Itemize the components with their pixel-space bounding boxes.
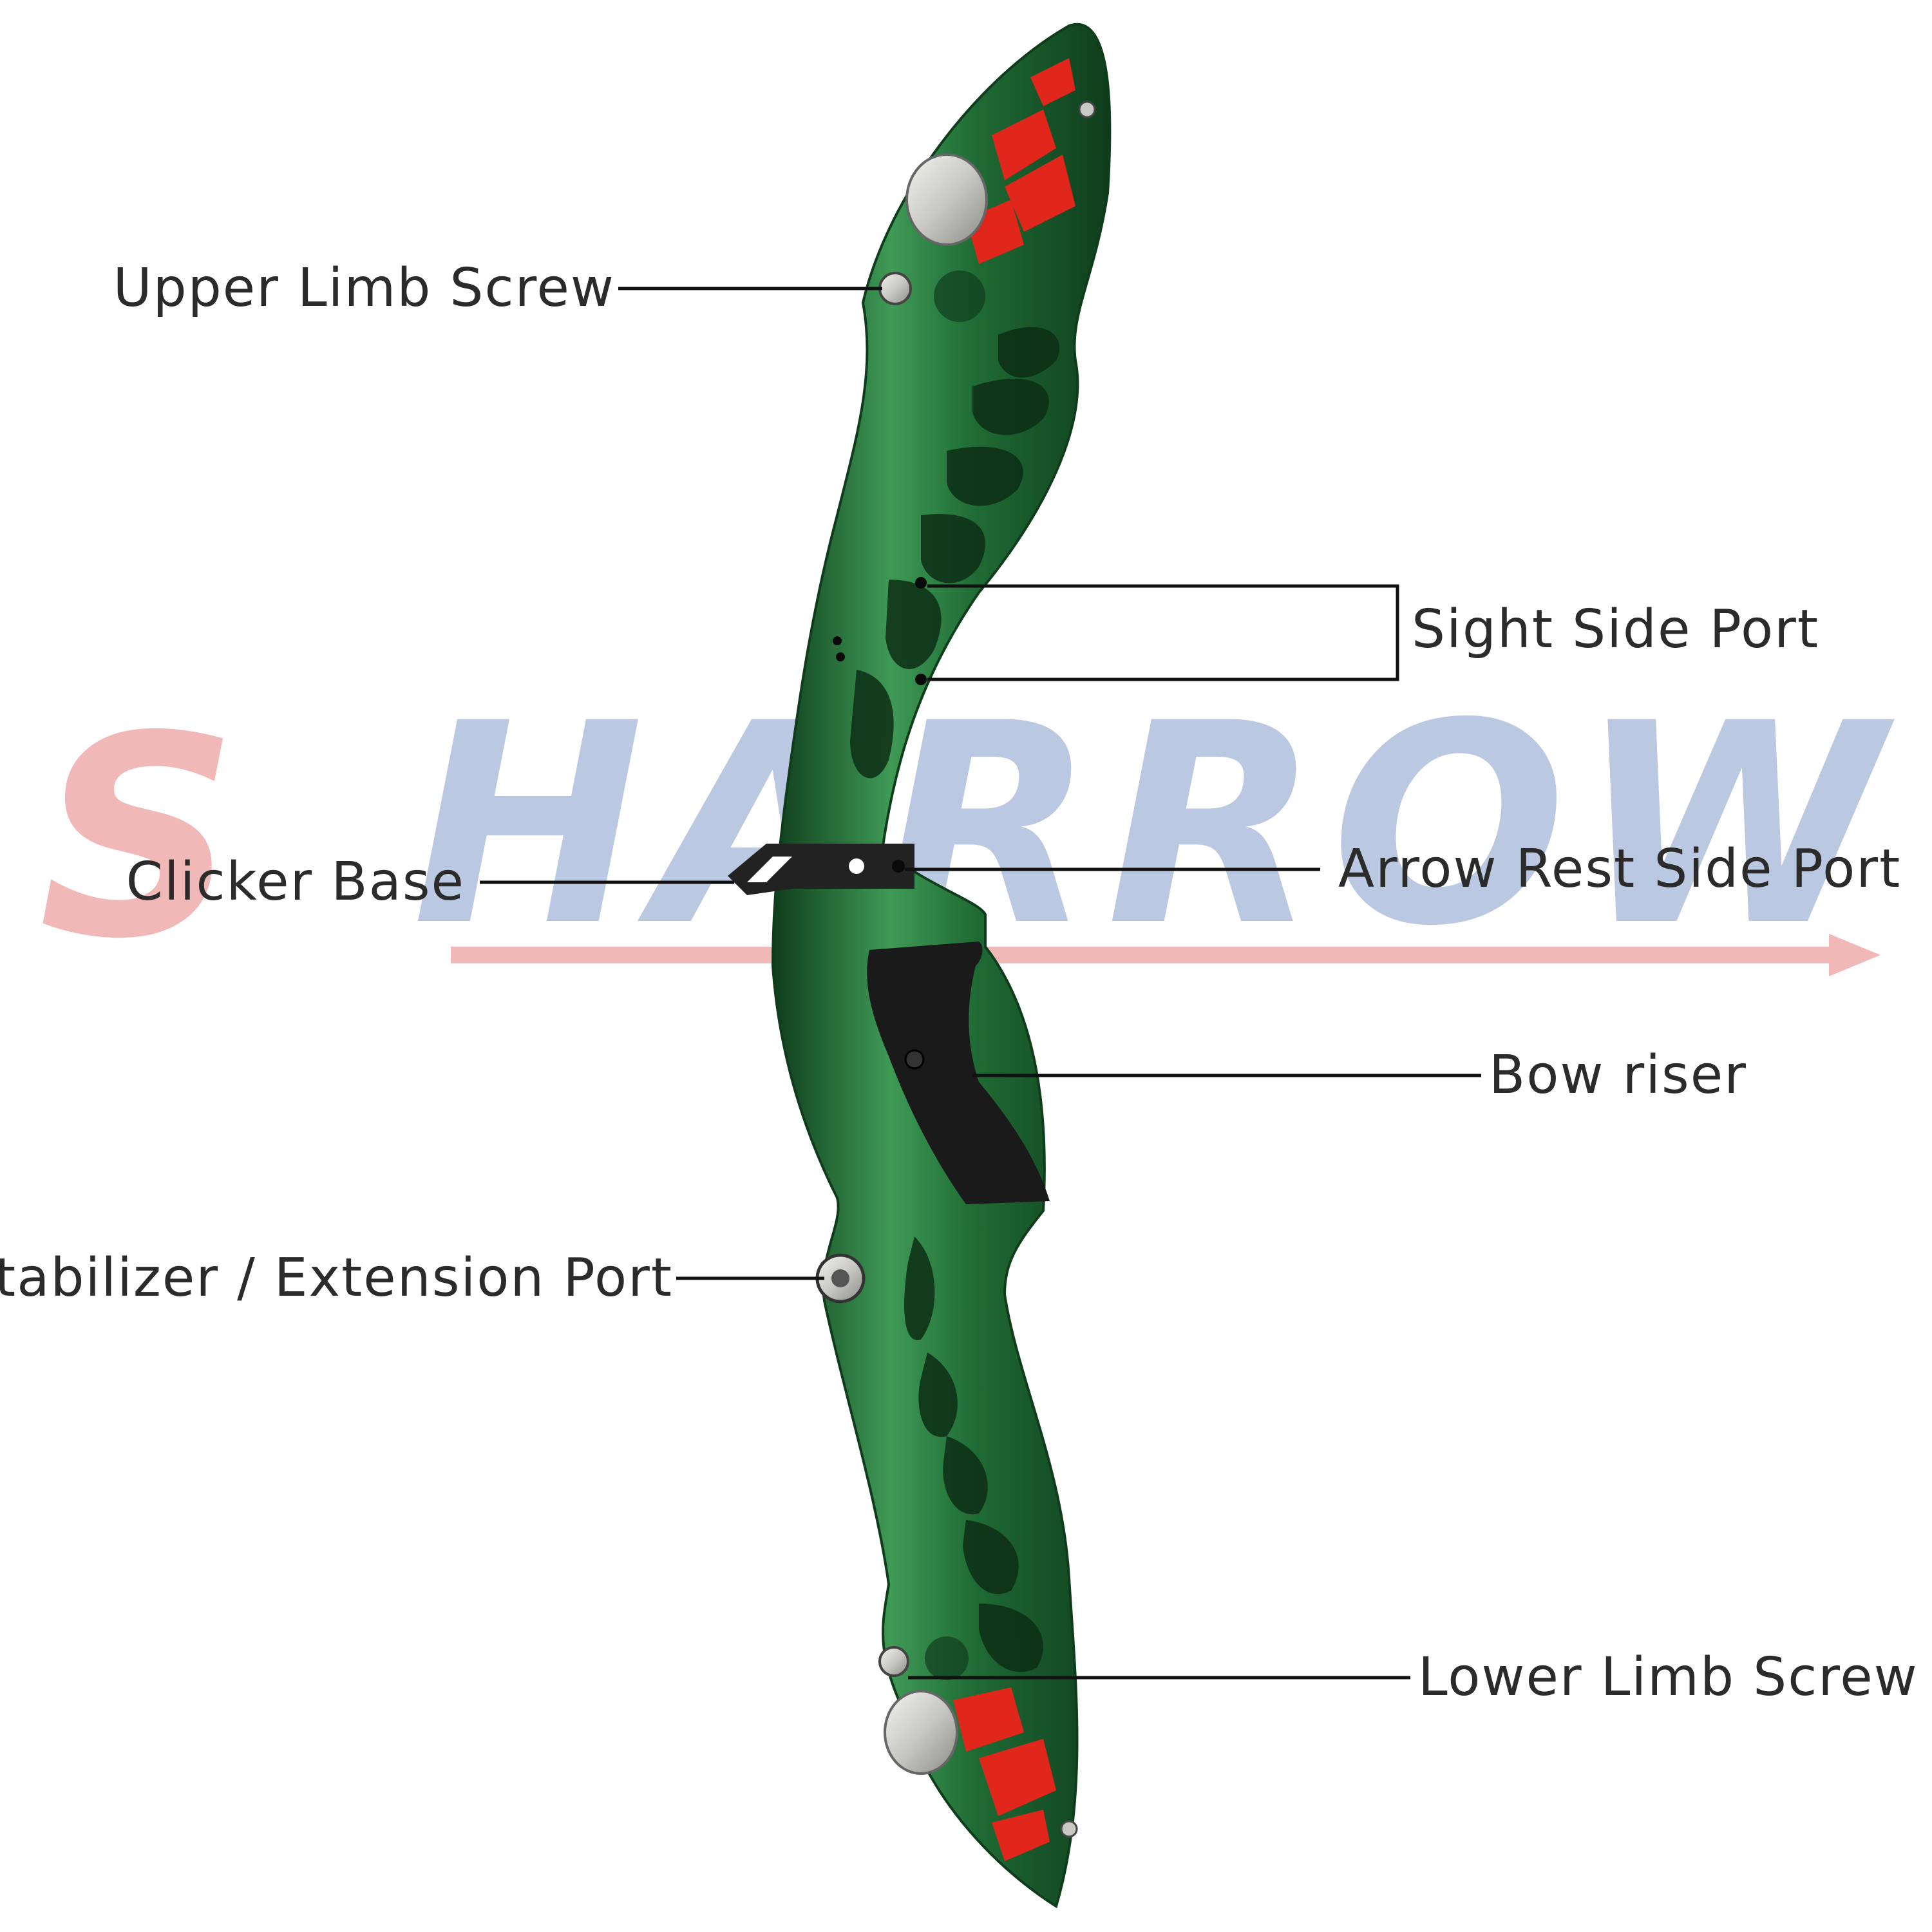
sight-port-upper-icon (915, 577, 927, 589)
upper-red-insert-1 (992, 109, 1056, 180)
upper-red-insert-4 (1030, 58, 1075, 106)
leader-sight-side-port (927, 584, 1399, 681)
lower-red-insert-2 (979, 1739, 1056, 1816)
label-upper-limb-screw: Upper Limb Screw (113, 258, 615, 319)
callout-labels: Upper Limb Screw Sight Side Port Clicker… (0, 258, 1918, 1708)
watermark-letter-s: S (39, 677, 250, 999)
label-sight-side-port: Sight Side Port (1412, 599, 1819, 660)
stabilizer-port-bore (831, 1269, 849, 1287)
watermark-arrowhead-icon (1829, 934, 1880, 976)
label-arrow-rest-side-port: Arrow Rest Side Port (1338, 838, 1901, 900)
upper-riser-cutouts (850, 327, 1060, 779)
lower-riser-cutouts (904, 1236, 1043, 1672)
lower-small-screw-icon (1060, 1820, 1078, 1838)
riser-grip (867, 942, 1050, 1204)
grip-screw-icon (904, 1049, 925, 1070)
sight-port-side-a (833, 636, 842, 645)
lower-limb-screw-icon (878, 1646, 909, 1677)
upper-small-screw-icon (1078, 100, 1096, 118)
lower-limb-bolt-icon (884, 1690, 958, 1775)
lower-limb-pocket (878, 1636, 1078, 1861)
upper-limb-bolt-icon (905, 153, 988, 246)
upper-red-insert-2 (1005, 155, 1075, 232)
label-stabilizer-extension-port: Stabilizer / Extension Port (0, 1247, 673, 1309)
label-bow-riser: Bow riser (1489, 1045, 1747, 1106)
bow-riser-illustration (728, 23, 1112, 1909)
lower-pocket-hole (925, 1636, 969, 1680)
leader-lines (480, 287, 1481, 1680)
sight-port-side-b (836, 652, 845, 661)
clicker-base-part (728, 844, 914, 895)
lower-red-insert-1 (953, 1687, 1024, 1752)
sight-port-lower-icon (915, 674, 927, 685)
label-clicker-base: Clicker Base (126, 851, 465, 913)
upper-limb-screw-icon (878, 272, 912, 305)
watermark-letters-harrow: HARROW (412, 665, 1899, 987)
upper-pocket-hole (934, 270, 985, 322)
brand-watermark: S HARROW (39, 665, 1899, 999)
clicker-hole-white (849, 858, 864, 874)
arrow-rest-port-icon (892, 860, 905, 873)
label-lower-limb-screw: Lower Limb Screw (1418, 1647, 1918, 1708)
lower-red-insert-3 (992, 1810, 1050, 1861)
watermark-arrow-shaft (451, 947, 1835, 963)
